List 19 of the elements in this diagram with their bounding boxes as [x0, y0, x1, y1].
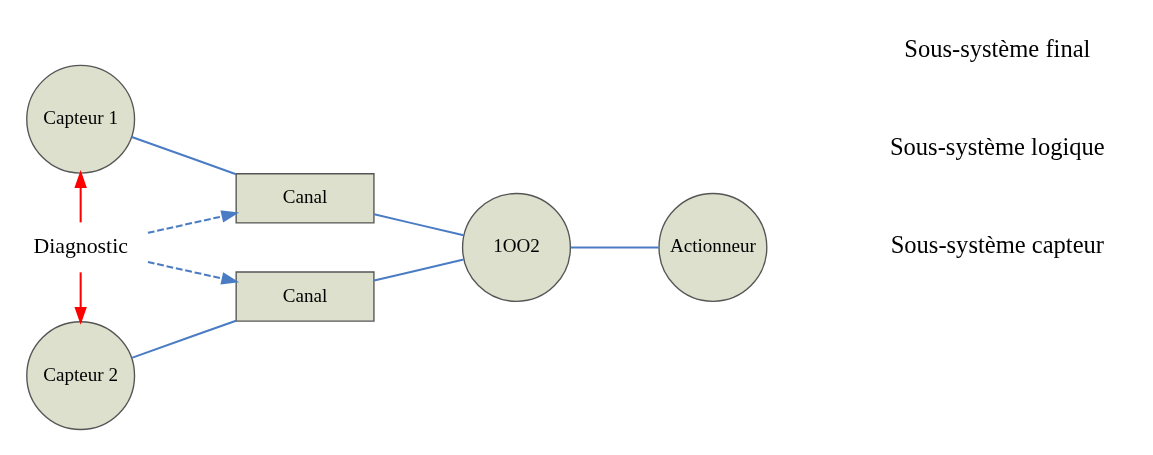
node-box: Canal [235, 172, 375, 224]
connector [570, 245, 659, 248]
node-box: Canal [235, 270, 375, 322]
node-circle: Actionneur [658, 192, 768, 302]
arrow [74, 169, 87, 222]
label: Sous-système capteur [890, 230, 1105, 258]
connector [373, 258, 464, 282]
label: Sous-système final [904, 34, 1091, 62]
node-circle: Capteur 2 [26, 320, 136, 430]
connector [373, 212, 464, 236]
node-circle: Capteur 1 [26, 64, 136, 174]
node-circle: 1OO2 [461, 192, 572, 302]
arrow [74, 271, 87, 325]
arrow [147, 209, 240, 234]
connector [131, 319, 237, 359]
label: Sous-système logique [889, 132, 1105, 160]
arrow [147, 260, 240, 284]
node-text: Diagnostic [33, 233, 128, 258]
connector [131, 135, 237, 175]
